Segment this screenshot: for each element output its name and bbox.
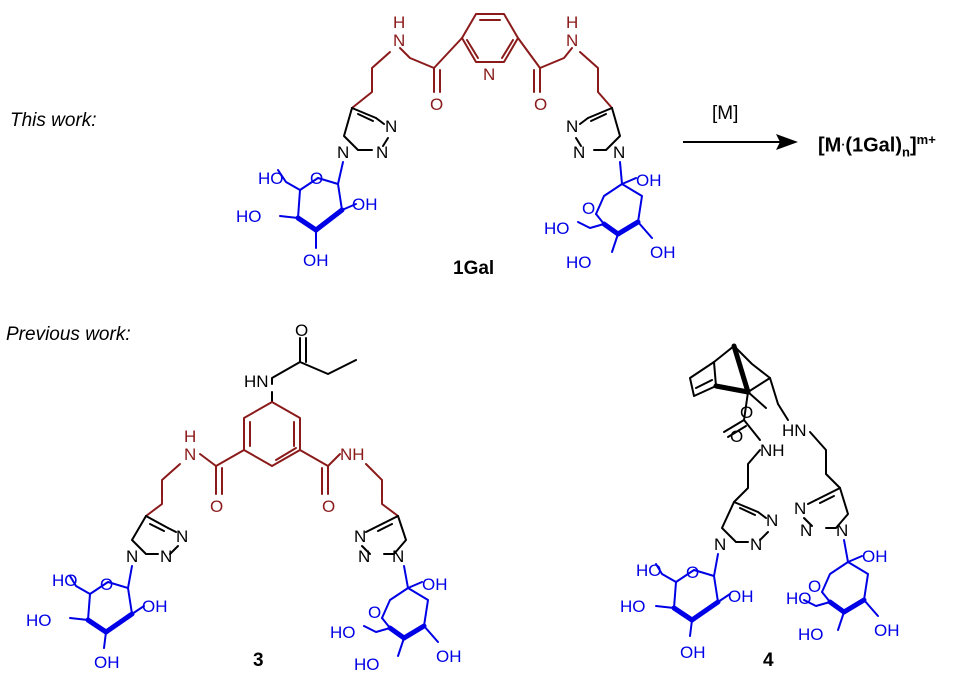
c4-ring-o-r: O: [808, 577, 821, 596]
c4-tri-r-n1: N: [836, 521, 848, 540]
triazole-n1-right: N: [613, 143, 625, 162]
c3-nh-left: N: [184, 445, 196, 464]
benzene-ring: [243, 401, 301, 467]
oh-c6-right: HO: [544, 219, 570, 238]
oh-c2-right: OH: [636, 171, 662, 190]
c3-ring-o-l: O: [100, 575, 113, 594]
c3-oh2-r: OH: [422, 575, 448, 594]
ring-o-left: O: [310, 169, 323, 188]
amide-o-left: O: [430, 95, 443, 114]
c4-tri-l-n2: N: [750, 535, 762, 554]
c3-o-right: O: [322, 497, 335, 516]
c4-oh3-l: OH: [680, 643, 706, 662]
pyridine-ring: [461, 13, 519, 63]
amide-n-left: N: [393, 31, 405, 50]
c3-oh3-l: OH: [94, 653, 120, 672]
triazole-n2-right: N: [573, 143, 585, 162]
oh-c4-right: HO: [566, 253, 592, 272]
triazole-n3-left: N: [385, 117, 397, 136]
compound-3-label: 3: [253, 650, 264, 671]
c4-oh2-l: OH: [728, 587, 754, 606]
c3-tri-r-n1: N: [392, 547, 404, 566]
this-work-label: This work:: [10, 110, 97, 131]
c3-tri-r-n3: N: [354, 527, 366, 546]
ring-o-right: O: [582, 199, 595, 218]
c3-tri-l-n1: N: [126, 547, 138, 566]
oh-c2-left: OH: [352, 195, 378, 214]
c4-o-upper: O: [740, 403, 753, 422]
c3-oh6-r: HO: [330, 623, 356, 642]
oh-c3-right: OH: [650, 243, 676, 262]
reaction-arrow: [683, 134, 798, 150]
c4-o-lower: O: [730, 427, 743, 446]
c4-oh4-l: HO: [620, 597, 646, 616]
c3-tri-l-n2: N: [160, 547, 172, 566]
oh-c4-left: HO: [236, 207, 262, 226]
c3-hn-top: HN: [244, 372, 269, 391]
c3-ring-o-r: O: [368, 603, 381, 622]
c4-oh2-r: OH: [862, 547, 888, 566]
c3-tri-l-n3: N: [176, 527, 188, 546]
molecule-3: O HN O N H O NH N N N: [26, 321, 462, 674]
c4-tri-r-n2: N: [800, 521, 812, 540]
product-formula: [M·(1Gal)n]m+: [818, 132, 936, 160]
c3-oh3-r: OH: [436, 647, 462, 666]
compound-4-label: 4: [763, 650, 774, 671]
oh-c6-left: HO: [258, 169, 284, 188]
c4-nh-lower: NH: [760, 441, 785, 460]
amide-h-left: H: [393, 13, 405, 32]
compound-1gal-label: 1Gal: [453, 258, 495, 279]
amide-h-right: H: [566, 13, 578, 32]
c4-ring-o-l: O: [686, 563, 699, 582]
reagent-label: [M]: [712, 103, 739, 124]
triazole-n1-left: N: [337, 143, 349, 162]
c3-h-left: H: [184, 427, 196, 446]
c3-oh2-l: OH: [142, 597, 168, 616]
triazole-left: [343, 107, 389, 151]
c4-hn-upper: HN: [782, 421, 807, 440]
previous-work-label: Previous work:: [6, 324, 131, 345]
c3-oh4-l: HO: [26, 611, 52, 630]
c4-tri-l-n1: N: [714, 535, 726, 554]
c4-oh3-r: OH: [874, 621, 900, 640]
c3-oh4-r: HO: [354, 655, 380, 674]
c3-carbonyl-o: O: [295, 321, 308, 340]
galactose-left: [277, 161, 357, 249]
c4-oh6-l: HO: [636, 561, 662, 580]
triazole-n3-right: N: [566, 117, 578, 136]
c3-o-left: O: [210, 497, 223, 516]
c4-oh6-r: HO: [786, 589, 812, 608]
pyridine-n: N: [483, 65, 495, 84]
amide-n-right: N: [566, 31, 578, 50]
c3-oh6-l: HO: [52, 571, 78, 590]
oh-c3-left: OH: [303, 251, 329, 270]
norbornene: [689, 343, 779, 409]
c3-nh-right: NH: [340, 445, 365, 464]
c4-tri-r-n3: N: [794, 499, 806, 518]
galactose-right: [577, 161, 653, 253]
triazole-n2-left: N: [376, 143, 388, 162]
amide-o-right: O: [534, 95, 547, 114]
molecule-4: O O NH HN N N N N N N: [620, 343, 900, 662]
triazole-right: [575, 107, 621, 151]
c4-tri-l-n3: N: [766, 511, 778, 530]
c4-oh4-r: HO: [798, 625, 824, 644]
c3-tri-r-n2: N: [358, 547, 370, 566]
molecule-1gal: N O N H O N H N N N: [236, 13, 676, 272]
